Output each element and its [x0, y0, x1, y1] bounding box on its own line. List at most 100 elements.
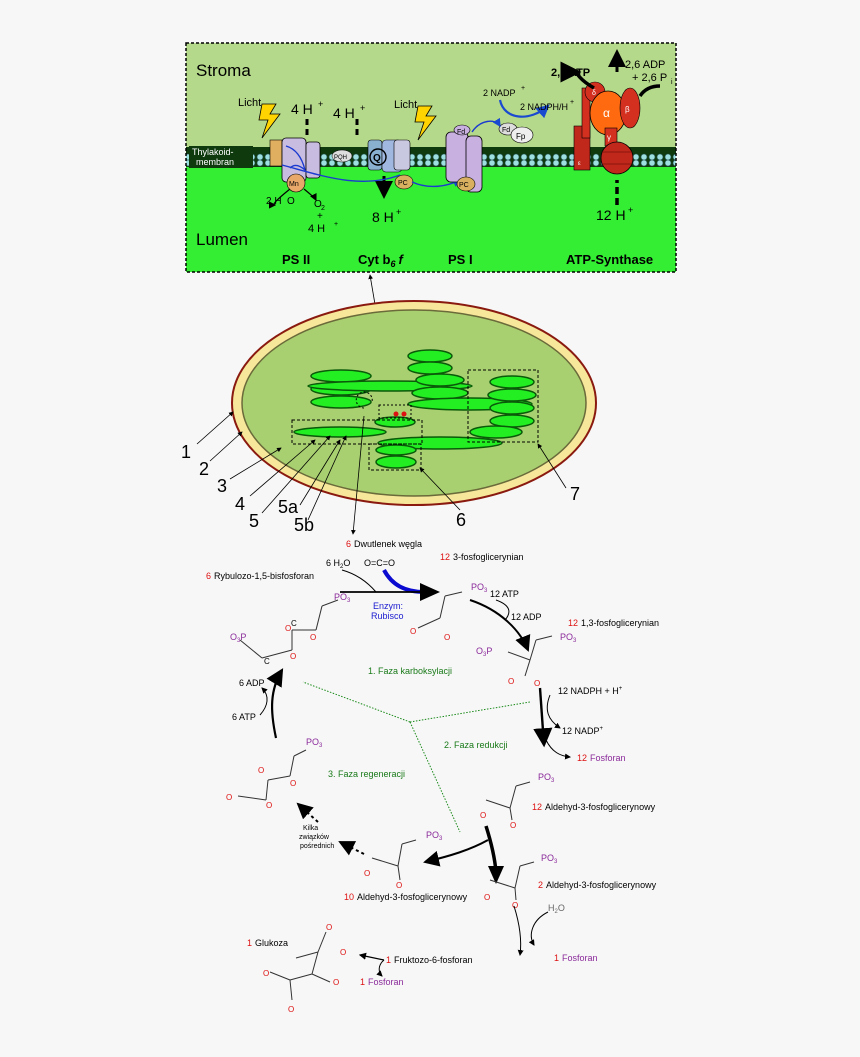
- ps1-complex: PC Fd: [445, 124, 483, 193]
- svg-text:Q: Q: [373, 153, 381, 164]
- svg-text:O: O: [480, 811, 486, 820]
- svg-text:+ 2,6 P: + 2,6 P: [632, 72, 667, 84]
- svg-text:4 H: 4 H: [291, 101, 313, 117]
- intermediates-arrow: [338, 841, 365, 856]
- glucose-molecule: [269, 931, 331, 1001]
- co2-formula: O=C=O: [364, 558, 395, 568]
- svg-text:+: +: [628, 205, 633, 215]
- box-granum: [467, 369, 539, 443]
- svg-text:12 NADPH + H+: 12 NADPH + H+: [558, 686, 623, 696]
- svg-text:H2O: H2O: [548, 903, 565, 915]
- svg-text:+: +: [318, 99, 323, 109]
- svg-text:+: +: [317, 211, 323, 222]
- svg-text:δ: δ: [592, 90, 596, 97]
- ru5p-molecule: [237, 749, 307, 801]
- svg-text:Kilka: Kilka: [303, 825, 318, 832]
- svg-text:+: +: [360, 103, 365, 113]
- grana-stacks: [293, 349, 537, 469]
- label-atp-synthase: ATP-Synthase: [566, 252, 653, 267]
- regeneration-arrow: [423, 839, 489, 867]
- regen-up-arrow: [266, 668, 284, 739]
- svg-text:O: O: [290, 652, 296, 661]
- svg-text:2 H: 2 H: [266, 196, 282, 207]
- svg-text:O: O: [287, 196, 295, 207]
- svg-text:O: O: [364, 869, 370, 878]
- svg-text:PO3: PO3: [538, 772, 555, 784]
- svg-text:Fp: Fp: [516, 132, 526, 141]
- phase-2-label: 2. Faza redukcji: [444, 740, 508, 750]
- svg-text:PC: PC: [398, 180, 408, 187]
- svg-text:C: C: [264, 657, 270, 666]
- g3p-molecule-10: [371, 839, 417, 881]
- atp-synthase: ε δ α β γ: [573, 81, 641, 175]
- svg-text:6 ADP: 6 ADP: [239, 678, 265, 688]
- svg-text:O: O: [512, 901, 518, 910]
- lumen-label: Lumen: [196, 230, 248, 249]
- svg-text:C: C: [291, 619, 297, 628]
- rubisco-arrow: [382, 568, 426, 594]
- thylakoid-panel: Stroma Lumen Thylakoid- membran Licht Li…: [185, 42, 677, 273]
- ps2-complex: Mn: [268, 137, 321, 209]
- lumen-region: [186, 167, 676, 272]
- svg-text:O: O: [263, 969, 269, 978]
- svg-text:i: i: [671, 79, 673, 86]
- f6p-to-glucose-arrow: [358, 952, 385, 961]
- svg-text:O: O: [508, 677, 514, 686]
- svg-text:O: O: [340, 948, 346, 957]
- svg-text:2,6 ADP: 2,6 ADP: [625, 59, 665, 71]
- svg-text:2 NADPH/H: 2 NADPH/H: [520, 102, 568, 112]
- label-6: 6: [456, 510, 466, 530]
- co2-pointer-line: [350, 415, 365, 535]
- label-ps1: PS I: [448, 252, 473, 267]
- svg-text:O: O: [484, 893, 490, 902]
- label-5b: 5b: [294, 515, 314, 535]
- svg-text:PO3: PO3: [426, 830, 443, 842]
- svg-text:4 H: 4 H: [333, 105, 355, 121]
- svg-text:O: O: [510, 821, 516, 830]
- water-in: 6 H2O: [326, 558, 350, 570]
- label-5a: 5a: [278, 497, 299, 517]
- pga-molecule: [417, 591, 463, 629]
- svg-text:O: O: [444, 633, 450, 642]
- bpg-molecule: [507, 635, 553, 677]
- svg-text:PO3: PO3: [334, 592, 351, 604]
- lightning-left-icon: [258, 103, 281, 139]
- svg-text:Rubisco: Rubisco: [371, 611, 404, 621]
- svg-text:8 H: 8 H: [372, 209, 394, 225]
- svg-text:O: O: [396, 881, 402, 890]
- svg-text:Fd: Fd: [502, 127, 510, 134]
- membrane-label-1: Thylakoid-: [192, 147, 234, 157]
- phase-1-label: 1. Faza karboksylacji: [368, 666, 452, 676]
- svg-text:α: α: [603, 106, 610, 120]
- reduction-arrow-2: [533, 687, 553, 748]
- svg-text:+: +: [396, 207, 401, 217]
- mn-cluster: [286, 173, 306, 193]
- svg-text:12 NADP+: 12 NADP+: [562, 726, 604, 736]
- membrane-label-2: membran: [196, 157, 234, 167]
- svg-text:PO3: PO3: [560, 632, 577, 644]
- svg-text:O: O: [314, 199, 322, 210]
- svg-text:2,6 ATP: 2,6 ATP: [551, 67, 590, 79]
- svg-text:2 NADP: 2 NADP: [483, 88, 516, 98]
- svg-text:ε: ε: [578, 161, 581, 167]
- box-thylakoid: [368, 443, 422, 471]
- box-lamellae: [291, 419, 423, 445]
- svg-text:β: β: [625, 105, 630, 114]
- stroma-label: Stroma: [196, 61, 251, 80]
- svg-text:O: O: [226, 793, 232, 802]
- panel-border: [185, 42, 677, 273]
- svg-text:γ: γ: [607, 133, 611, 142]
- label-5: 5: [249, 511, 259, 531]
- zoom-box-thylakoid: [378, 404, 412, 419]
- svg-text:Mn: Mn: [289, 181, 299, 188]
- lightning-right-icon: [414, 105, 437, 141]
- svg-text:PO3: PO3: [306, 737, 323, 749]
